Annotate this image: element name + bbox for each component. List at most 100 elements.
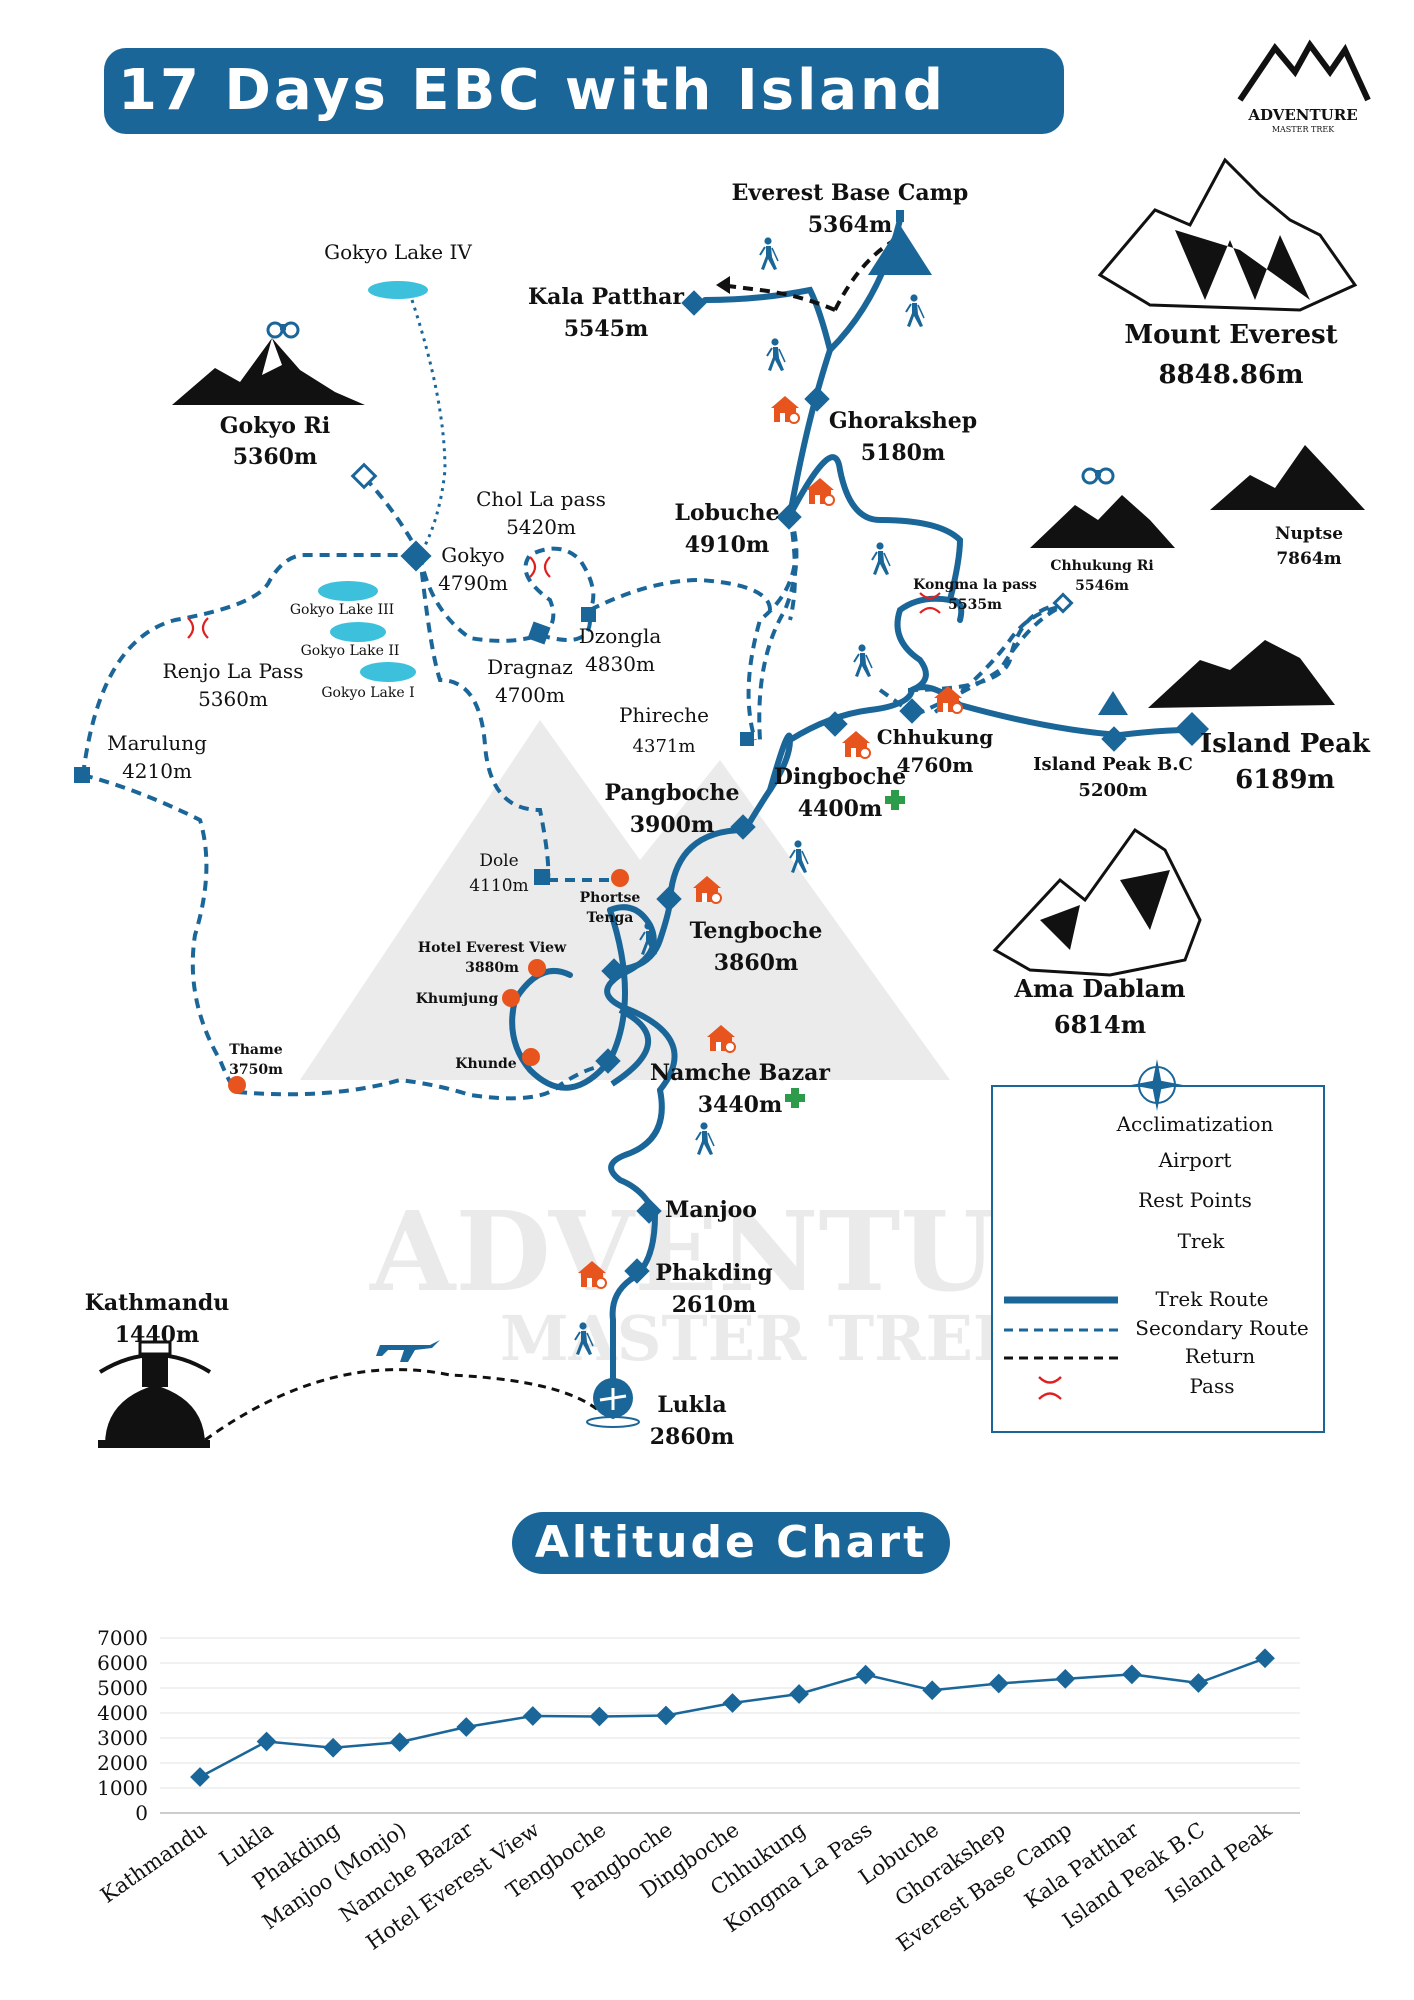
side-villages [228, 869, 629, 1094]
node-chhukung-ri-trail [1052, 592, 1074, 614]
page-title: 17 Days EBC with Island Peak [104, 48, 1064, 209]
altitude-point [722, 1693, 743, 1713]
label-gokyori-name: Gokyo Ri [220, 413, 330, 439]
gokyo-lake-iv-path [410, 299, 447, 556]
label-lobuche-name: Lobuche [675, 500, 780, 526]
y-tick-label: 1000 [97, 1776, 148, 1800]
dot-phortse [611, 869, 629, 887]
altitude-point [1188, 1673, 1209, 1693]
node-ghorakshep [804, 386, 830, 412]
label-ipbc-alt: 5200m [1078, 780, 1147, 801]
label-ebc-name: Everest Base Camp [732, 180, 969, 206]
gokyo-ri-mountain [172, 338, 365, 405]
label-manjoo-name: Manjoo [665, 1197, 757, 1223]
watermark-line2: MASTER TREK [500, 1302, 1029, 1375]
label-chola-alt: 5420m [506, 515, 576, 539]
label-kala-alt: 5545m [564, 316, 649, 342]
altitude-chart-title: Altitude Chart [512, 1512, 950, 1574]
label-chola-name: Chol La pass [476, 487, 606, 511]
node-island-peak [1175, 712, 1209, 746]
label-phakding-name: Phakding [655, 1260, 772, 1286]
label-gokyo-name: Gokyo [441, 543, 504, 567]
label-island-alt: 6189m [1235, 765, 1335, 795]
altitude-point [389, 1732, 410, 1753]
label-amadablam-name: Ama Dablam [1013, 974, 1185, 1003]
altitude-point [589, 1706, 610, 1727]
label-kathmandu-alt: 1440m [115, 1322, 200, 1348]
chhukung-ri-mountain [1030, 495, 1175, 548]
altitude-point [190, 1767, 210, 1787]
y-tick-label: 7000 [97, 1626, 148, 1650]
label-everest-name: Mount Everest [1124, 320, 1337, 350]
legend-pass-label: Pass [1189, 1374, 1234, 1398]
altitude-point [1055, 1669, 1076, 1689]
label-gokyo4-name: Gokyo Lake IV [324, 240, 472, 264]
airplane-icon [376, 1340, 440, 1362]
label-dragnaz-name: Dragnaz [487, 655, 573, 679]
y-tick-label: 0 [135, 1801, 148, 1825]
x-tick-label: Kathmandu [96, 1817, 211, 1907]
label-phortse-name: Phortse [580, 890, 641, 906]
label-marulung-name: Marulung [107, 731, 207, 755]
legend-secondary-route-label: Secondary Route [1135, 1316, 1308, 1340]
everest-mountain-illustration [1097, 157, 1358, 312]
node-dole [534, 869, 550, 885]
label-ipbc-name: Island Peak B.C [1033, 754, 1193, 775]
altitude-point [789, 1684, 809, 1704]
altitude-point [922, 1680, 943, 1701]
legend-acclimatization-label: Acclimatization [1116, 1112, 1274, 1136]
label-ebc-alt: 5364m [808, 212, 893, 238]
legend-return-label: Return [1185, 1344, 1255, 1368]
node-dragnaz [527, 621, 551, 645]
label-nuptse-name: Nuptse [1275, 524, 1343, 544]
label-lobuche-alt: 4910m [685, 532, 770, 558]
altitude-point [522, 1706, 543, 1726]
node-phireche [740, 732, 754, 746]
altitude-point [855, 1664, 876, 1685]
node-chhukung [899, 698, 925, 724]
label-khumjung-name: Khumjung [416, 991, 499, 1007]
label-lukla-name: Lukla [657, 1392, 726, 1418]
dot-khumjung [502, 989, 520, 1007]
dot-khunde [522, 1048, 540, 1066]
label-dzongla-alt: 4830m [585, 652, 655, 676]
label-dole-name: Dole [479, 851, 518, 871]
y-tick-label: 6000 [97, 1651, 148, 1675]
label-phireche-alt: 4371m [633, 736, 696, 757]
airport-icon [586, 1378, 640, 1428]
label-khunde-name: Khunde [455, 1056, 516, 1072]
label-hev-name: Hotel Everest View [418, 940, 567, 956]
altitude-point [256, 1731, 277, 1752]
label-namche-name: Namche Bazar [650, 1060, 830, 1086]
label-thame-name: Thame [229, 1042, 282, 1058]
label-gokyo2-name: Gokyo Lake II [301, 643, 400, 659]
ibc-tent-icon [1098, 691, 1128, 715]
dot-hev [528, 959, 546, 977]
label-dole-alt: 4110m [469, 876, 528, 896]
label-phireche-name: Phireche [619, 703, 709, 727]
ama-dablam-illustration [992, 827, 1202, 977]
label-gokyo3-name: Gokyo Lake III [290, 602, 394, 618]
label-kongma-name: Kongma la pass [913, 577, 1037, 593]
altitude-point [1255, 1648, 1275, 1669]
legend-trek-label: Trek [1178, 1229, 1226, 1253]
island-peak-mountain [1148, 640, 1335, 708]
node-tengboche [656, 886, 682, 912]
label-chhukungri-alt: 5546m [1075, 578, 1129, 594]
label-dingboche-alt: 4400m [798, 796, 883, 822]
label-chhukung-alt: 4760m [897, 753, 974, 777]
brand-name: ADVENTURE [1247, 106, 1357, 124]
altitude-point [323, 1737, 344, 1758]
stupa-illustration [98, 1325, 212, 1448]
gokyo-lake-iv [368, 281, 428, 299]
label-chhukung-name: Chhukung [877, 725, 993, 749]
altitude-point [656, 1705, 676, 1726]
y-tick-label: 4000 [97, 1701, 148, 1725]
secondary-route-extra [539, 514, 1066, 741]
label-dingboche-name: Dingboche [774, 764, 906, 790]
label-amadablam-alt: 6814m [1054, 1010, 1146, 1039]
brand-logo: ADVENTURE MASTER TREK [1237, 39, 1371, 134]
y-tick-label: 3000 [97, 1726, 148, 1750]
label-renjo-alt: 5360m [198, 687, 268, 711]
